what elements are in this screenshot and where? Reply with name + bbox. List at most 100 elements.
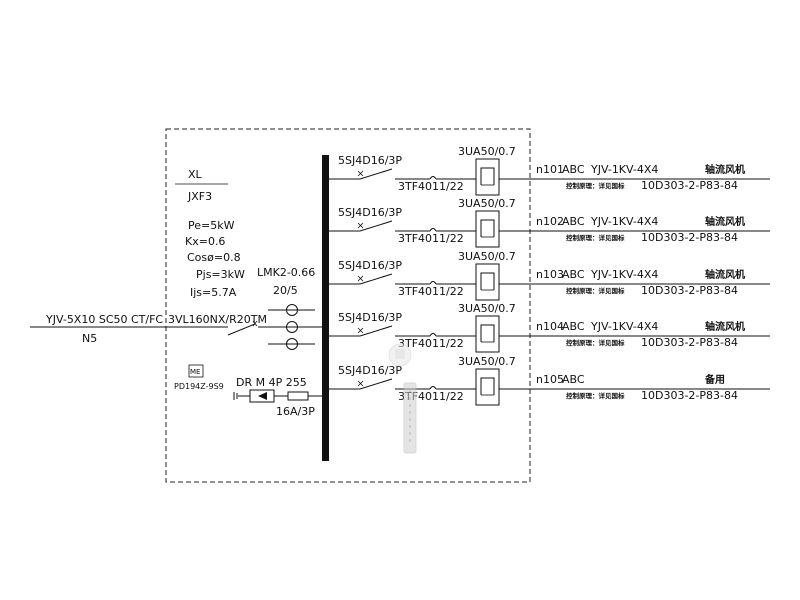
thermal-relay-box — [475, 315, 500, 353]
standard-reference: 10D303-2-P83-84 — [641, 284, 738, 297]
panel-ijs: Ijs=5.7A — [190, 286, 237, 299]
spd-arrow — [258, 392, 267, 400]
ct-coil-2 — [286, 321, 298, 333]
panel-code: JXF3 — [187, 190, 212, 203]
spd-fuse — [287, 391, 309, 401]
meter-badge: ME — [190, 368, 200, 376]
breaker-contact — [359, 220, 393, 232]
standard-reference: 10D303-2-P83-84 — [641, 231, 738, 244]
contactor-label: 3TF4011/22 — [398, 180, 464, 193]
incoming-breaker-label: 3VL160NX/R20TM — [168, 313, 267, 326]
relay-label: 3UA50/0.7 — [458, 145, 516, 158]
panel-cos: Cosø=0.8 — [187, 251, 241, 264]
panel-kx: Kx=0.6 — [185, 235, 225, 248]
circuit-phase: ABC — [562, 320, 585, 333]
watermark-overlay — [388, 343, 417, 454]
control-note: 控制原理：详见国标 — [566, 286, 625, 295]
contactor-arc — [429, 333, 437, 337]
ct-ratio-label: 20/5 — [273, 284, 298, 297]
thermal-relay-box — [475, 158, 500, 196]
ct-coil-1 — [286, 304, 298, 316]
ct-model-label: LMK2-0.66 — [257, 266, 315, 279]
incoming-breaker-cross-b — [252, 320, 258, 327]
standard-reference: 10D303-2-P83-84 — [641, 389, 738, 402]
breaker-label: 5SJ4D16/3P — [338, 311, 402, 324]
standard-reference: 10D303-2-P83-84 — [641, 336, 738, 349]
breaker-label: 5SJ4D16/3P — [338, 364, 402, 377]
thermal-relay-element — [480, 167, 495, 185]
circuit-id: n103 — [536, 268, 564, 281]
circuit-phase: ABC — [562, 268, 585, 281]
relay-label: 3UA50/0.7 — [458, 197, 516, 210]
spd-fuse-label: 16A/3P — [276, 405, 315, 418]
meter-model: PD194Z-9S9 — [174, 382, 224, 391]
standard-reference: 10D303-2-P83-84 — [641, 179, 738, 192]
thermal-relay-element — [480, 219, 495, 237]
thermal-relay-box — [475, 368, 500, 406]
thermal-relay-element — [480, 272, 495, 290]
contactor-label: 3TF4011/22 — [398, 285, 464, 298]
panel-info: XL JXF3 Pe=5kW Kx=0.6 Cosø=0.8 Pjs=3kW I… — [175, 168, 245, 299]
contactor-label: 3TF4011/22 — [398, 232, 464, 245]
circuit-load: 轴流风机 — [705, 215, 745, 228]
thermal-relay-box — [475, 210, 500, 248]
circuit-cable: YJV-1KV-4X4 — [590, 268, 658, 281]
breaker-contact — [359, 378, 393, 390]
circuit-cable: YJV-1KV-4X4 — [590, 163, 658, 176]
breaker-label: 5SJ4D16/3P — [338, 206, 402, 219]
panel-pjs: Pjs=3kW — [196, 268, 245, 281]
circuit-load: 轴流风机 — [705, 163, 745, 176]
breaker-contact — [359, 168, 393, 180]
control-note: 控制原理：详见国标 — [566, 338, 625, 347]
circuit-phase: ABC — [562, 215, 585, 228]
incoming-source-label: N5 — [82, 332, 97, 345]
incoming-feeder: YJV-5X10 SC50 CT/FC 3VL160NX/R20TM N5 — [30, 304, 325, 350]
breaker-contact — [359, 325, 393, 337]
contactor-arc — [429, 281, 437, 285]
breaker-cross-b — [357, 275, 364, 282]
contactor-arc — [429, 176, 437, 180]
watermark-knob-center — [395, 349, 405, 359]
surge-protector: DR M 4P 255 16A/3P — [233, 376, 325, 418]
circuit-id: n105 — [536, 373, 564, 386]
breaker-cross-b — [357, 380, 364, 387]
relay-label: 3UA50/0.7 — [458, 355, 516, 368]
circuit-id: n104 — [536, 320, 564, 333]
panel-pe: Pe=5kW — [188, 219, 235, 232]
thermal-relay-box — [475, 263, 500, 301]
relay-label: 3UA50/0.7 — [458, 250, 516, 263]
spd-label: DR M 4P 255 — [236, 376, 307, 389]
breaker-cross-b — [357, 222, 364, 229]
meter-badge-box — [188, 364, 204, 378]
control-note: 控制原理：详见国标 — [566, 391, 625, 400]
breaker-contact — [359, 273, 393, 285]
circuit-id: n102 — [536, 215, 564, 228]
circuit-id: n101 — [536, 163, 564, 176]
relay-label: 3UA50/0.7 — [458, 302, 516, 315]
ct-coil-3 — [286, 338, 298, 350]
breaker-label: 5SJ4D16/3P — [338, 154, 402, 167]
contactor-arc — [429, 228, 437, 232]
incoming-breaker-contact — [227, 323, 256, 336]
breaker-cross-b — [357, 170, 364, 177]
control-note: 控制原理：详见国标 — [566, 233, 625, 242]
main-busbar — [322, 155, 329, 461]
circuit-cable: YJV-1KV-4X4 — [590, 215, 658, 228]
control-note: 控制原理：详见国标 — [566, 181, 625, 190]
circuit-phase: ABC — [562, 373, 585, 386]
circuit-load: 备用 — [704, 373, 725, 386]
thermal-relay-element — [480, 324, 495, 342]
panel-name-label: XL — [188, 168, 203, 181]
contactor-arc — [429, 386, 437, 390]
circuit-phase: ABC — [562, 163, 585, 176]
incoming-cable-label: YJV-5X10 SC50 CT/FC — [45, 313, 163, 326]
thermal-relay-element — [480, 377, 495, 395]
circuit-cable: YJV-1KV-4X4 — [590, 320, 658, 333]
power-meter: ME PD194Z-9S9 — [174, 364, 224, 391]
circuit-load: 轴流风机 — [705, 268, 745, 281]
breaker-label: 5SJ4D16/3P — [338, 259, 402, 272]
